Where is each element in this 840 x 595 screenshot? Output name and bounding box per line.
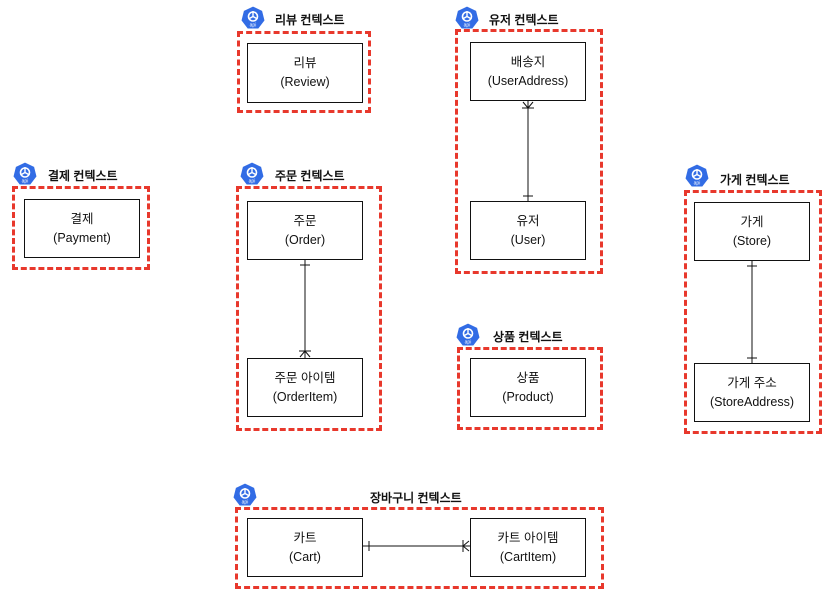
entity-english-name: (User) [510,232,546,247]
entity-name: 상품 [516,370,540,385]
entity-name: 카트 아이템 [497,530,559,545]
context-title-payment: 결제 컨텍스트 [48,169,118,183]
context-title-cart: 장바구니 컨텍스트 [370,491,462,505]
entity-store[interactable]: 가게 (Store) [694,202,810,261]
entity-english-name: (Order) [284,232,326,247]
entity-english-name: (Cart) [289,549,321,564]
entity-user[interactable]: 유저 (User) [470,201,586,260]
cart-context-boundary [235,507,604,589]
store-context-boundary [684,190,822,434]
entity-english-name: (OrderItem) [272,389,338,404]
entity-english-name: (Product) [502,389,554,404]
entity-name: 리뷰 [293,56,317,70]
context-title-review: 리뷰 컨텍스트 [275,13,345,27]
entity-name: 배송지 [510,54,546,69]
entity-name: 가게 [740,214,764,229]
product-context-boundary [457,347,603,430]
entity-english-name: (StoreAddress) [709,394,795,409]
entity-name: 가게 주소 [727,375,777,390]
user-context-boundary [455,29,603,274]
context-title-product: 상품 컨텍스트 [493,330,563,344]
entity-product[interactable]: 상품 (Product) [470,358,586,417]
entity-name: 유저 [516,213,540,228]
entity-english-name: (Review) [280,75,330,89]
entity-order-item[interactable]: 주문 아이템 (OrderItem) [247,358,363,417]
relation-cart-cartitem [363,540,470,552]
entity-name: 결제 [70,211,94,226]
entity-order[interactable]: 주문 (Order) [247,201,363,260]
entity-cart-item[interactable]: 카트 아이템 (CartItem) [470,518,586,577]
entity-english-name: (Payment) [53,230,111,245]
entity-store-address[interactable]: 가게 주소 (StoreAddress) [694,363,810,422]
relation-order-orderitem [299,260,311,358]
entity-name: 주문 아이템 [274,370,336,385]
payment-context-boundary [12,186,150,270]
relation-store-storeaddress [747,261,757,363]
entity-english-name: (CartItem) [499,549,557,564]
entity-name: 주문 [293,213,317,228]
review-context-boundary [237,31,371,113]
context-title-store: 가게 컨텍스트 [720,173,790,187]
entity-review[interactable]: 리뷰 (Review) [247,43,363,103]
relation-user-useraddress [522,101,534,201]
entity-payment[interactable]: 결제 (Payment) [24,199,140,258]
entity-user-address[interactable]: 배송지 (UserAddress) [470,42,586,101]
entity-english-name: (UserAddress) [487,73,569,88]
entity-cart[interactable]: 카트 (Cart) [247,518,363,577]
entity-name: 카트 [293,530,317,545]
entity-english-name: (Store) [732,233,772,248]
order-context-boundary [236,186,382,431]
context-title-user: 유저 컨텍스트 [489,13,559,27]
context-title-order: 주문 컨텍스트 [275,169,345,183]
